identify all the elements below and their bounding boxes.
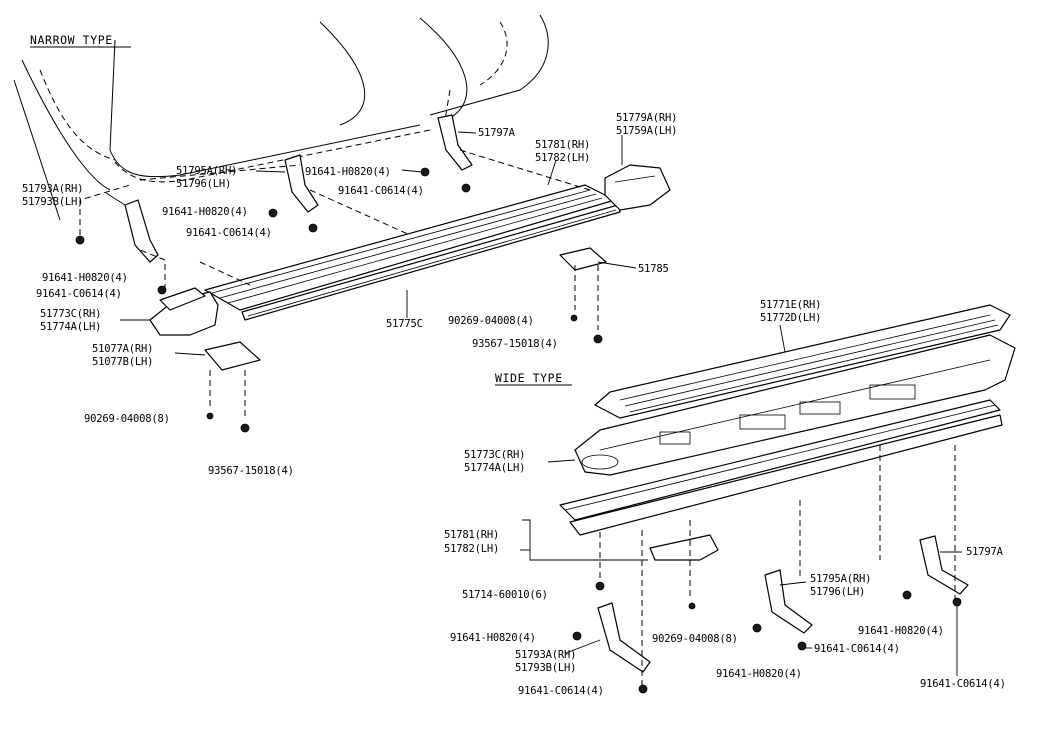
- label-90269-04008: 90269-04008(4): [448, 315, 534, 327]
- label-91641-c0614: 91641-C0614(4): [518, 685, 604, 697]
- label-93567-15018: 93567-15018(4): [472, 338, 558, 350]
- narrow-type-labels: NARROW TYPE 51793A(RH) 51793B(LH) 91641-…: [22, 33, 677, 477]
- label-51775c: 51775C: [386, 318, 423, 330]
- label-91641-c0614: 91641-C0614(4): [814, 643, 900, 655]
- wide-step-pad: [594, 304, 1011, 419]
- label-91641-c0614: 91641-C0614(4): [186, 227, 272, 239]
- label-91641-h0820: 91641-H0820(4): [42, 272, 128, 284]
- narrow-plate-51077: [204, 341, 261, 371]
- label-51759a-lh: 51759A(LH): [616, 125, 677, 137]
- wide-fasteners: [572, 581, 962, 694]
- label-51772d-lh: 51772D(LH): [760, 312, 821, 324]
- label-51793b-lh: 51793B(LH): [515, 662, 576, 674]
- label-91641-c0614: 91641-C0614(4): [36, 288, 122, 300]
- narrow-plate-51785: [559, 247, 607, 271]
- label-51797a: 51797A: [478, 127, 516, 139]
- label-51795a-rh: 51795A(RH): [176, 165, 237, 177]
- label-51797a: 51797A: [966, 546, 1004, 558]
- narrow-front-end-cap-top: [159, 287, 206, 311]
- label-51773c-rh: 51773C(RH): [40, 308, 101, 320]
- narrow-bracket-51795: [284, 154, 319, 213]
- wide-plate: [649, 534, 719, 561]
- narrow-type-heading: NARROW TYPE: [30, 33, 113, 47]
- label-51771e-rh: 51771E(RH): [760, 299, 821, 311]
- label-51795a-rh: 51795A(RH): [810, 573, 871, 585]
- label-51781-rh: 51781(RH): [444, 529, 499, 541]
- narrow-running-board: [204, 184, 621, 321]
- label-91641-h0820: 91641-H0820(4): [450, 632, 536, 644]
- label-91641-h0820: 91641-H0820(4): [162, 206, 248, 218]
- wide-bracket-51795: [764, 569, 813, 634]
- label-51793b-lh: 51793B(LH): [22, 196, 83, 208]
- wide-type-labels: WIDE TYPE 51771E(RH) 51772D(LH) 51773C(R…: [444, 299, 1006, 697]
- wide-type-heading: WIDE TYPE: [495, 371, 563, 385]
- vehicle-body-outline: [13, 14, 549, 221]
- label-90269-04008: 90269-04008(8): [84, 413, 170, 425]
- label-51782-lh: 51782(LH): [535, 152, 590, 164]
- label-51714-60010: 51714-60010(6): [462, 589, 548, 601]
- label-51782-lh: 51782(LH): [444, 543, 499, 555]
- wide-step-body: [574, 334, 1016, 476]
- wide-bracket-51797: [919, 535, 969, 595]
- wide-bracket-51793: [597, 602, 651, 673]
- label-51781-rh: 51781(RH): [535, 139, 590, 151]
- narrow-bracket-51793: [124, 199, 159, 263]
- label-51773c-rh: 51773C(RH): [464, 449, 525, 461]
- label-51774a-lh: 51774A(LH): [464, 462, 525, 474]
- label-91641-h0820: 91641-H0820(4): [858, 625, 944, 637]
- label-91641-h0820: 91641-H0820(4): [305, 166, 391, 178]
- wide-rail: [559, 399, 1003, 536]
- label-51793a-rh: 51793A(RH): [22, 183, 83, 195]
- label-51796-lh: 51796(LH): [176, 178, 231, 190]
- label-90269-04008: 90269-04008(8): [652, 633, 738, 645]
- narrow-fasteners: [75, 167, 603, 433]
- label-91641-c0614: 91641-C0614(4): [338, 185, 424, 197]
- label-51779a-rh: 51779A(RH): [616, 112, 677, 124]
- label-91641-c0614: 91641-C0614(4): [920, 678, 1006, 690]
- label-51785: 51785: [638, 263, 669, 275]
- label-93567-15018: 93567-15018(4): [208, 465, 294, 477]
- label-51793a-rh: 51793A(RH): [515, 649, 576, 661]
- wide-dashed-guides: [599, 445, 956, 690]
- label-51774a-lh: 51774A(LH): [40, 321, 101, 333]
- label-51077b-lh: 51077B(LH): [92, 356, 153, 368]
- label-51796-lh: 51796(LH): [810, 586, 865, 598]
- narrow-bracket-51797: [437, 114, 473, 171]
- label-51077a-rh: 51077A(RH): [92, 343, 153, 355]
- narrow-rear-end-cap: [604, 164, 671, 211]
- label-91641-h0820: 91641-H0820(4): [716, 668, 802, 680]
- leader-lines: [105, 131, 962, 676]
- narrow-dashed-guides: [79, 89, 599, 420]
